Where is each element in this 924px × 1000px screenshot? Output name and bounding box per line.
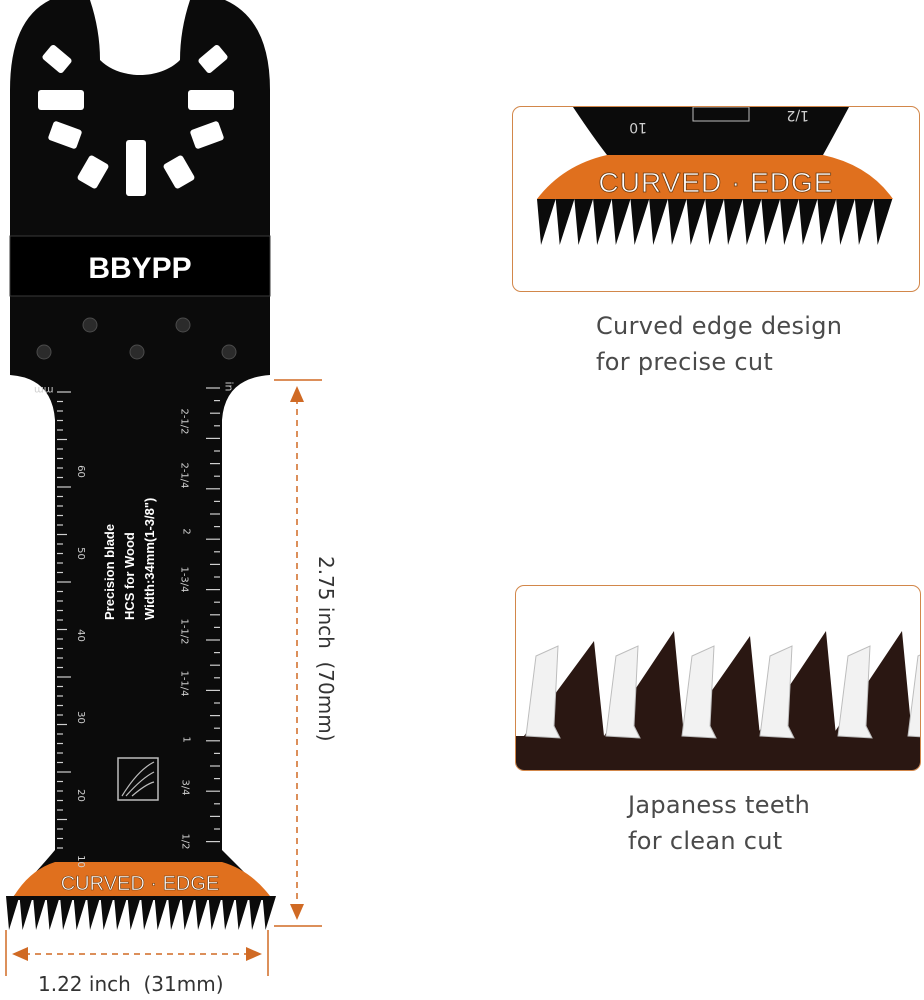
wood-material-icon: [117, 757, 159, 801]
detail-edge-label: CURVED · EDGE: [598, 167, 834, 199]
detail-tick-right: 1/2: [786, 107, 809, 123]
brand-band: [9, 235, 271, 297]
rivet-dots: [36, 317, 237, 360]
blade-illustration: [6, 0, 276, 930]
dimension-lines: [5, 379, 322, 976]
caption-line: Curved edge design: [596, 312, 843, 340]
teeth-caption: Japaness teeth for clean cut: [628, 787, 810, 859]
curved-edge-caption: Curved edge design for precise cut: [596, 308, 842, 380]
mount-star-icon: [38, 44, 234, 196]
arrow-down-icon: [290, 904, 304, 920]
arrow-left-icon: [12, 947, 28, 961]
blade-body: [10, 0, 272, 900]
width-dimension: 1.22 inch (31mm): [38, 972, 224, 996]
curved-edge-zoom: 10 1/2: [537, 107, 893, 245]
detail-tick-left: 10: [629, 119, 647, 135]
caption-line: for precise cut: [596, 348, 774, 376]
brand-label: BBYPP: [88, 252, 192, 285]
curved-edge-detail: 10 1/2 CURVED · EDGE: [512, 106, 920, 292]
mm-ruler: [57, 391, 71, 849]
height-dimension: 2.75 inch (70mm): [314, 556, 338, 742]
teeth-zoom: [516, 631, 920, 770]
edge-label: CURVED · EDGE: [60, 873, 220, 896]
inch-ruler: [206, 387, 220, 843]
caption-line: Japaness teeth: [628, 791, 811, 819]
teeth-detail: [515, 585, 921, 771]
curved-edge-band: [14, 862, 270, 896]
arrow-right-icon: [246, 947, 262, 961]
arrow-up-icon: [290, 386, 304, 402]
caption-line: for clean cut: [628, 827, 783, 855]
